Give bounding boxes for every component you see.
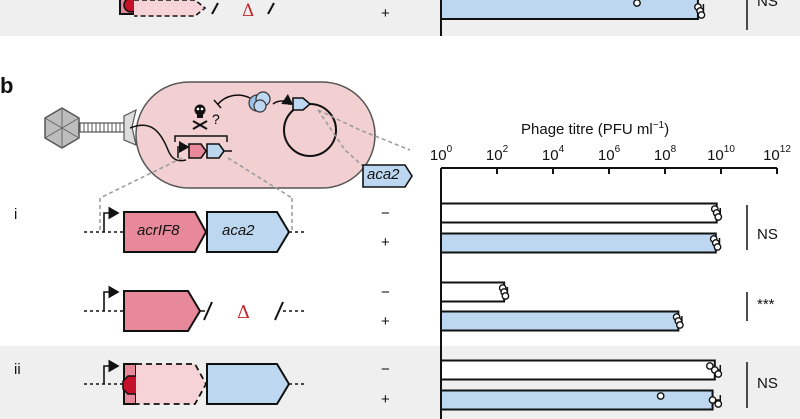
question-mark: ? — [212, 111, 220, 127]
bar-4 — [440, 310, 680, 332]
condition-minus-i2: − — [381, 284, 390, 301]
dna-injection-line — [129, 124, 187, 162]
bar-5 — [440, 359, 716, 381]
cell-operon — [177, 141, 232, 159]
bar-0 — [440, 0, 699, 20]
condition-minus-ii: − — [381, 361, 390, 378]
point-6-0 — [656, 392, 665, 400]
aca2-protein-icon — [248, 91, 271, 113]
bar-2 — [440, 232, 717, 254]
condition-plus-i2: + — [381, 313, 390, 330]
construct-deletion — [84, 285, 305, 332]
condition-minus-i1: − — [381, 205, 390, 222]
zoom-lines-operon — [99, 157, 293, 199]
x-tick-label-2: 104 — [541, 144, 565, 164]
phage-icon — [44, 107, 137, 149]
row-label-ii: ii — [14, 361, 21, 378]
condition-plus-i1: + — [381, 234, 390, 251]
point-1-2 — [714, 213, 723, 221]
x-tick-label-5: 1010 — [707, 144, 735, 164]
operon-bracket — [174, 135, 228, 142]
phage-titre-chart — [440, 0, 778, 419]
bar-6 — [440, 389, 714, 411]
point-2-2 — [713, 243, 722, 251]
construct-stop-codon — [84, 359, 305, 405]
aca2-plasmid-gene — [362, 164, 413, 188]
significance-ii: NS — [757, 375, 778, 392]
svg-text:Δ: Δ — [242, 1, 254, 21]
x-tick-label-3: 106 — [597, 144, 621, 164]
x-tick-label-0: 100 — [429, 144, 453, 164]
point-0-3 — [697, 11, 706, 19]
significance-i2: *** — [757, 296, 775, 313]
point-0-0 — [633, 0, 641, 7]
skull-icon — [192, 104, 208, 130]
point-5-2 — [714, 370, 723, 378]
condition-plus-top: + — [381, 5, 390, 22]
x-tick-label-4: 108 — [653, 144, 677, 164]
x-tick-label-6: 1012 — [763, 144, 791, 164]
point-5-0 — [705, 362, 714, 370]
point-6-1 — [708, 396, 717, 404]
gene-label-acrIF8: acrIF8 — [137, 222, 180, 239]
panel-label: b — [0, 73, 14, 98]
row-label-i: i — [14, 206, 18, 223]
zoom-lines-plasmid — [317, 109, 411, 169]
significance-i1: NS — [757, 226, 778, 243]
x-axis-title: Phage titre (PFU ml−1) — [521, 120, 670, 138]
inhibition-arrow — [217, 94, 251, 105]
deletion-delta: Δ — [237, 302, 250, 323]
construct-acrIF8-aca2 — [84, 198, 305, 253]
gene-label-aca2-plasmid: aca2 — [367, 166, 400, 183]
x-tick-label-1: 102 — [485, 144, 509, 164]
point-6-2 — [714, 400, 723, 408]
bar-3 — [440, 281, 506, 303]
point-4-2 — [675, 321, 684, 329]
point-3-2 — [501, 292, 510, 300]
gene-label-aca2: aca2 — [222, 222, 255, 239]
significance-top: NS — [757, 0, 778, 10]
bar-1 — [440, 202, 718, 224]
condition-plus-ii: + — [381, 391, 390, 408]
plasmid — [272, 94, 337, 157]
top-cropped-construct: Δ — [119, 0, 275, 21]
